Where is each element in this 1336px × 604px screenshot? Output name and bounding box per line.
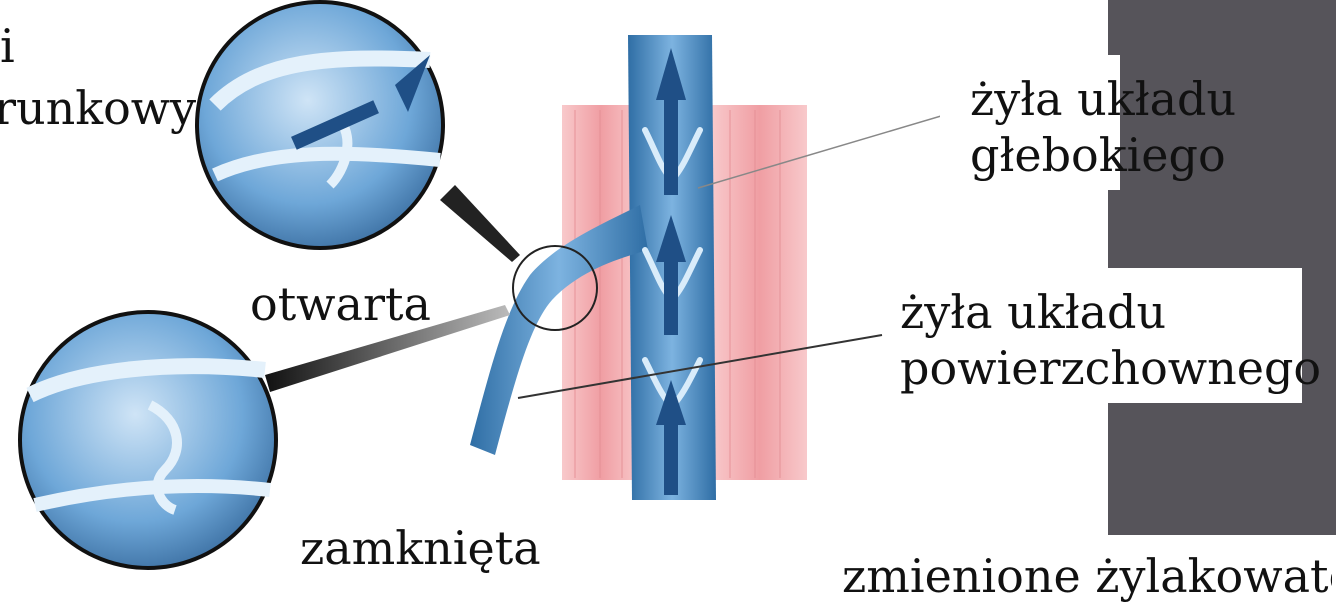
muscle-left: [562, 105, 640, 480]
superficial-vein-label: żyła układu powierzchownego: [890, 268, 1302, 403]
closed-valve-lens: [20, 312, 276, 568]
topleft-label-line1: i: [0, 18, 15, 74]
deep-vein-label: żyła układu głebokiego: [940, 55, 1120, 190]
deep-vein-label-line1: żyła układu: [970, 71, 1120, 127]
muscle-right: [712, 105, 807, 480]
closed-valve-label: zamknięta: [300, 520, 541, 576]
topleft-label-line2: runkowy: [0, 80, 196, 136]
superficial-vein-label-line2: powierzchownego: [900, 340, 1302, 396]
open-valve-lens: [197, 2, 443, 248]
deep-vein-label-line2: głebokiego: [970, 127, 1120, 183]
open-valve-label: otwarta: [250, 276, 431, 332]
bottom-cutoff-label: zmienione żylakowato: [842, 548, 1332, 604]
superficial-vein-label-line1: żyła układu: [900, 284, 1302, 340]
